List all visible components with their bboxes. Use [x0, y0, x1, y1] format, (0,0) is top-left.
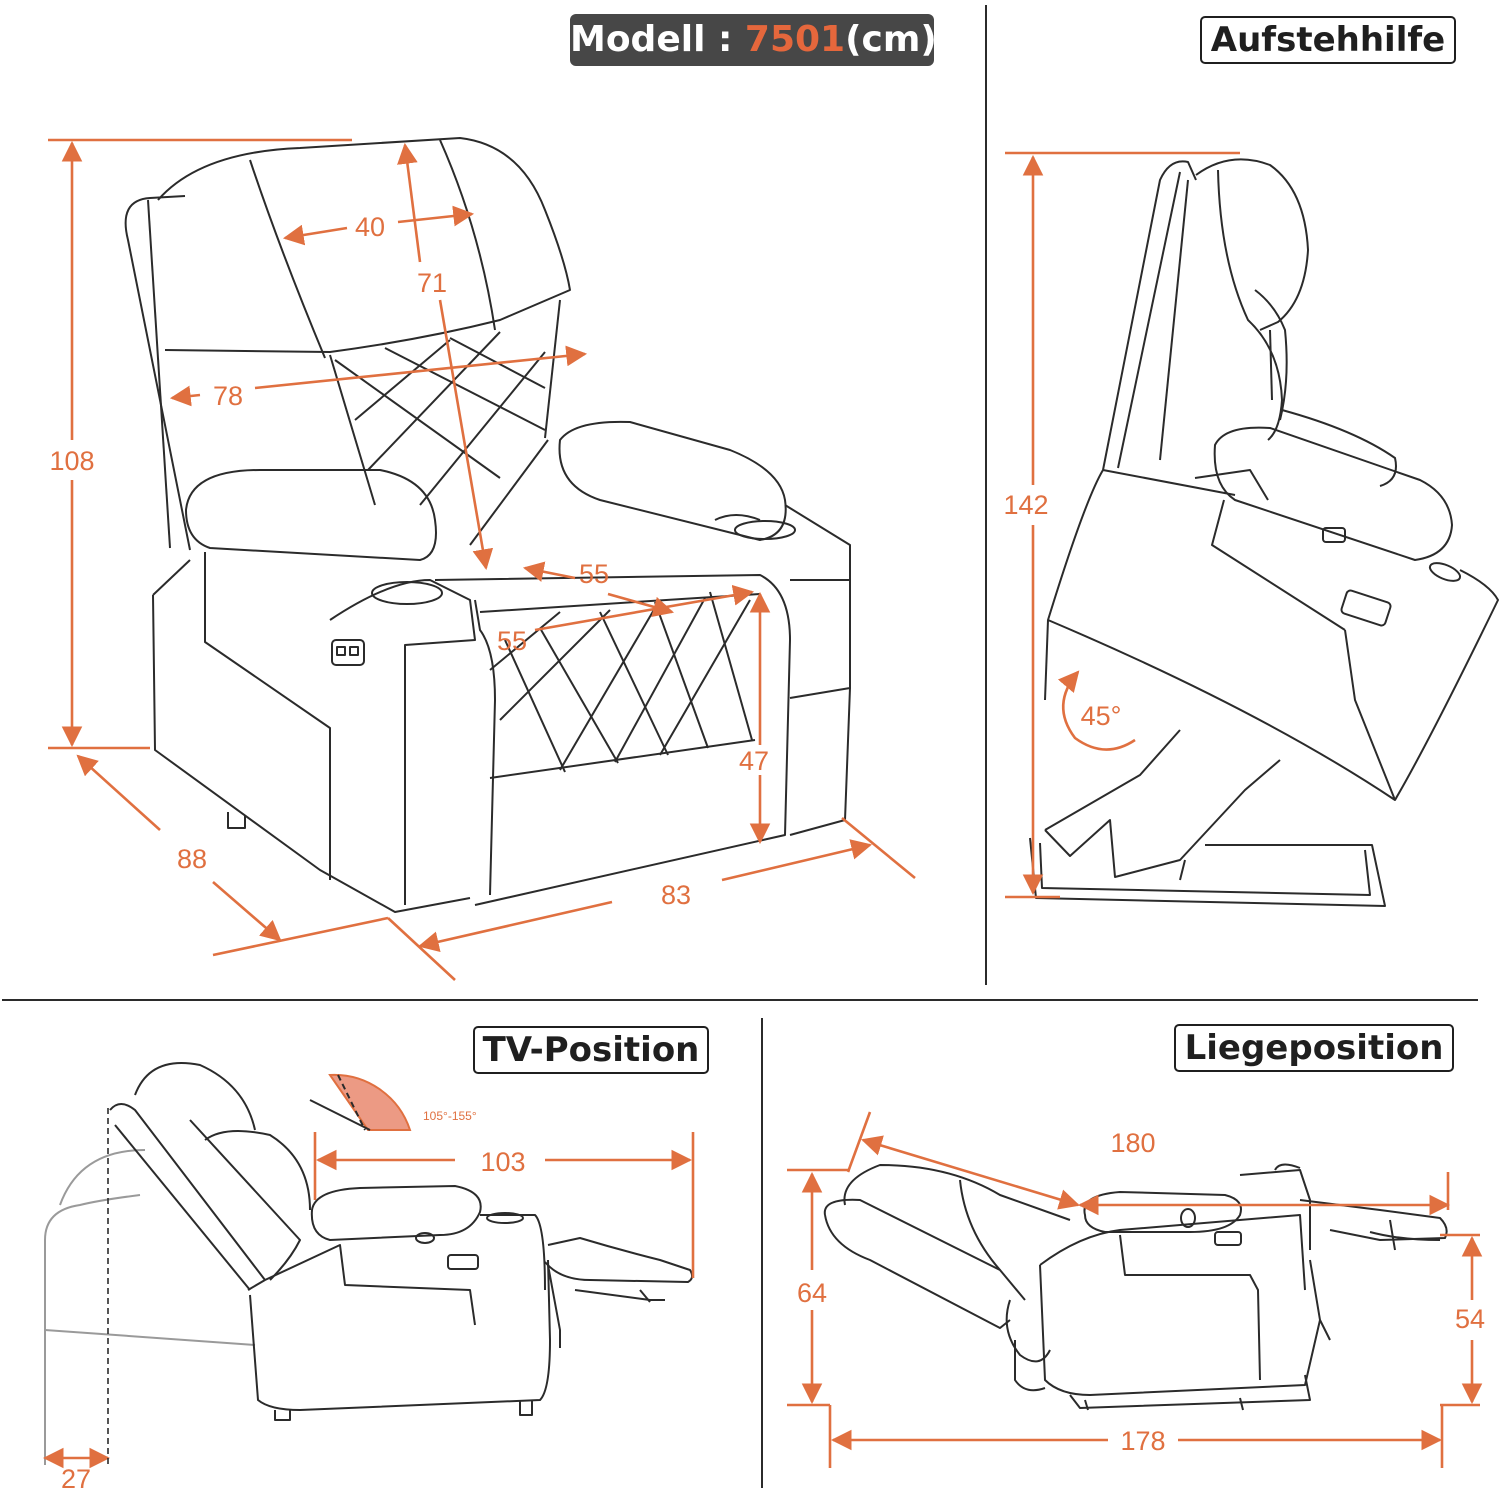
recline-dimension-lines: [787, 1111, 1483, 1468]
tv-title: TV-Position: [473, 1026, 709, 1074]
dim-seat-width: 55: [497, 626, 527, 656]
recline-chair-illustration: [823, 1163, 1448, 1411]
dim-tv-wall-gap: 27: [61, 1464, 91, 1492]
tv-chair-illustration: [44, 1062, 694, 1465]
model-unit: (cm): [845, 19, 937, 60]
angle-line-dashed: [337, 1074, 366, 1131]
recline-dimension-labels: 180 64 54 178: [797, 1128, 1485, 1456]
front-dimension-labels: 108 71 40 78 55 55 47 88 83: [49, 212, 769, 910]
lift-dimension-labels: 142 45°: [1003, 490, 1121, 731]
dim-inner-width: 78: [213, 381, 243, 411]
dim-recline-diagonal: 180: [1110, 1128, 1155, 1158]
dim-depth: 88: [177, 844, 207, 874]
lift-title: Aufstehhilfe: [1200, 16, 1456, 64]
dim-seat-depth: 55: [579, 559, 609, 589]
angle-line-solid: [309, 1099, 371, 1131]
dim-recline-foot-height: 54: [1455, 1304, 1485, 1334]
recline-title: Liegeposition: [1174, 1024, 1454, 1072]
angle-fan-shape: [328, 1073, 412, 1131]
dim-backrest-height: 71: [417, 268, 447, 298]
model-label: Modell :: [570, 19, 745, 60]
tv-dimension-lines: [42, 1132, 695, 1469]
front-dimension-lines: [48, 138, 916, 981]
dim-tv-length: 103: [480, 1147, 525, 1177]
front-chair-illustration: [124, 137, 851, 913]
dim-backrest-width: 40: [355, 212, 385, 242]
dim-seat-height: 47: [739, 746, 769, 776]
dim-lift-angle: 45°: [1081, 701, 1122, 731]
panel-dividers: [2, 5, 1478, 1488]
tv-angle-indicator: 105°-155°: [309, 1073, 477, 1131]
tv-dimension-labels: 103 27: [61, 1147, 526, 1492]
dim-tv-angle: 105°-155°: [423, 1109, 477, 1123]
model-number: 7501: [744, 19, 846, 60]
model-banner: Modell : 7501(cm): [570, 14, 937, 66]
dim-recline-length: 178: [1120, 1426, 1165, 1456]
dim-width: 83: [661, 880, 691, 910]
lift-dimension-lines: [1005, 151, 1240, 899]
lift-chair-illustration: [1029, 158, 1499, 907]
dim-recline-back-height: 64: [797, 1278, 827, 1308]
dim-lift-height: 142: [1003, 490, 1048, 520]
dim-total-height: 108: [49, 446, 94, 476]
